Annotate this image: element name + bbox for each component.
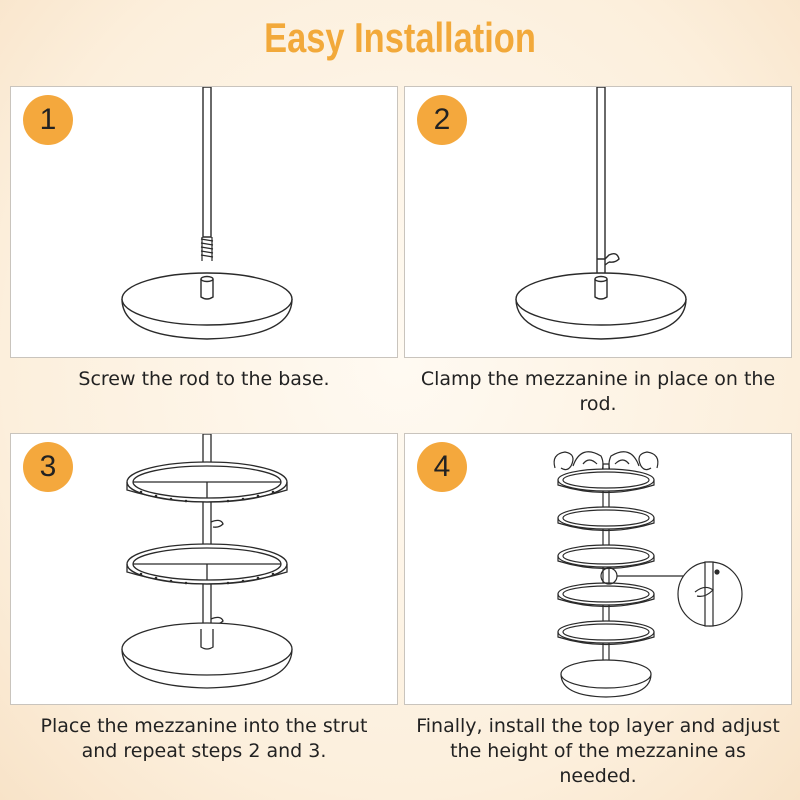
step-1-panel: 1 <box>10 86 398 358</box>
step-2-illustration <box>405 87 792 358</box>
step-3-caption: Place the mezzanine into the strut and r… <box>40 715 368 762</box>
step-2-caption: Clamp the mezzanine in place on the rod. <box>420 368 776 415</box>
step-1-caption: Screw the rod to the base. <box>78 368 330 390</box>
step-3-illustration <box>11 434 398 705</box>
step-1-number-badge: 1 <box>23 95 73 145</box>
step-4-illustration <box>405 434 792 705</box>
step-2-number-badge: 2 <box>417 95 467 145</box>
step-2-panel: 2 <box>404 86 792 358</box>
step-1-illustration <box>11 87 398 358</box>
step-4-caption: Finally, install the top layer and adjus… <box>416 715 780 787</box>
step-3-number-badge: 3 <box>23 442 73 492</box>
step-4-panel: 4 <box>404 433 792 705</box>
step-3-panel: 3 <box>10 433 398 705</box>
page-title: Easy Installation <box>264 14 536 61</box>
step-4-number-badge: 4 <box>417 442 467 492</box>
